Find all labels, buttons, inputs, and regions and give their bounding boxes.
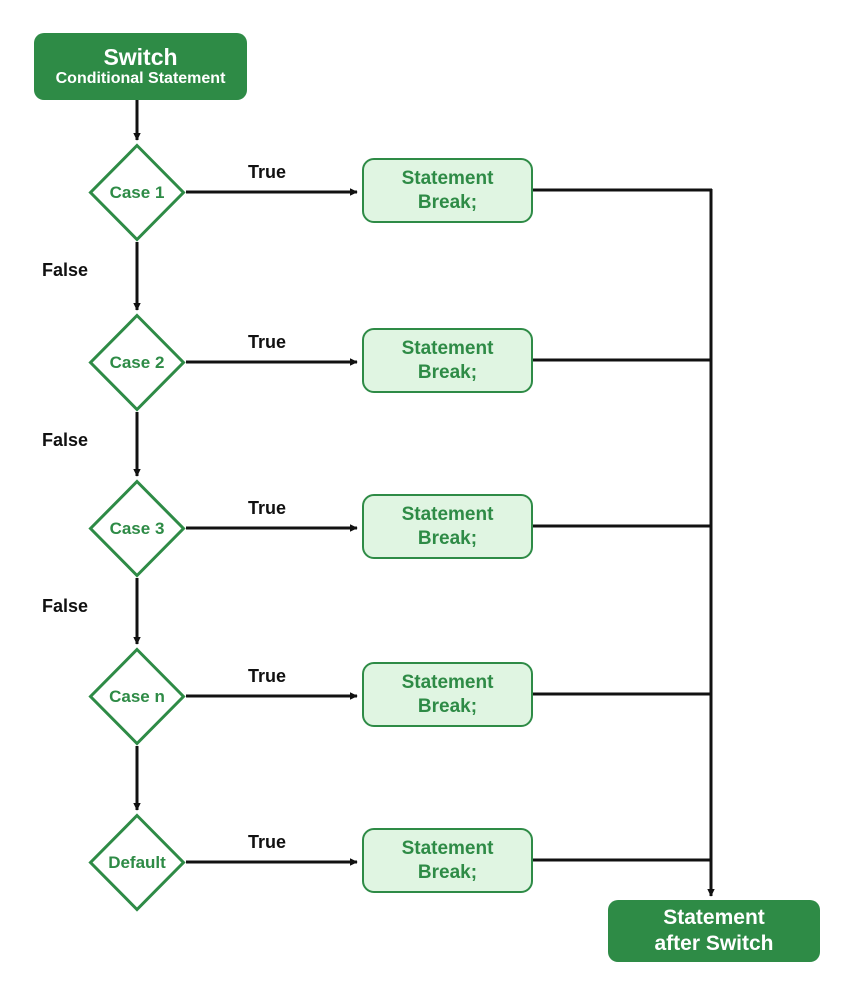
decision-case-1-label: Case 1 bbox=[109, 183, 165, 202]
statement-box-2-line2: Break; bbox=[417, 361, 478, 383]
decision-case-3: Case 3 bbox=[88, 479, 186, 578]
edge-label-case3-true: True bbox=[248, 498, 287, 518]
statement-box-3: Statement Break; bbox=[362, 494, 533, 559]
diamond-shape-icon bbox=[88, 313, 186, 412]
end-node-line1: Statement bbox=[663, 906, 765, 930]
decision-default: Default bbox=[88, 813, 186, 912]
decision-case-1: Case 1 bbox=[88, 143, 186, 242]
statement-box-4: Statement Break; bbox=[362, 662, 533, 727]
switch-node: Switch Conditional Statement bbox=[34, 33, 247, 100]
edge-label-casen-true: True bbox=[248, 666, 287, 686]
decision-case-n-label: Case n bbox=[109, 687, 165, 706]
edge-label-case2-true: True bbox=[248, 332, 287, 352]
statement-box-2-line1: Statement bbox=[401, 337, 494, 359]
statement-box-1: Statement Break; bbox=[362, 158, 533, 223]
edge-label-default-true: True bbox=[248, 832, 287, 852]
decision-case-n: Case n bbox=[88, 647, 186, 746]
decision-default-label: Default bbox=[108, 853, 166, 872]
diamond-shape-icon bbox=[88, 143, 186, 242]
edge-label-case2-false: False bbox=[42, 430, 89, 450]
edge-label-case1-true: True bbox=[248, 162, 287, 182]
end-node-line2: after Switch bbox=[654, 932, 774, 955]
decision-case-2: Case 2 bbox=[88, 313, 186, 412]
statement-box-3-line1: Statement bbox=[401, 503, 494, 525]
decision-case-2-label: Case 2 bbox=[109, 353, 165, 372]
decision-case-3-label: Case 3 bbox=[109, 519, 165, 538]
statement-box-5-line1: Statement bbox=[401, 837, 494, 859]
statement-box-5: Statement Break; bbox=[362, 828, 533, 893]
switch-node-subtitle: Conditional Statement bbox=[55, 69, 226, 87]
statement-box-1-line1: Statement bbox=[401, 167, 494, 189]
statement-box-1-line2: Break; bbox=[417, 191, 478, 213]
switch-node-title: Switch bbox=[103, 43, 178, 70]
edge-label-case3-false: False bbox=[42, 596, 89, 616]
diamond-shape-icon bbox=[88, 813, 186, 912]
statement-box-5-line2: Break; bbox=[417, 861, 478, 883]
diamond-shape-icon bbox=[88, 647, 186, 746]
statement-box-2: Statement Break; bbox=[362, 328, 533, 393]
end-node: Statement after Switch bbox=[608, 900, 820, 962]
statement-box-4-line2: Break; bbox=[417, 695, 478, 717]
diamond-shape-icon bbox=[88, 479, 186, 578]
edge-label-case1-false: False bbox=[42, 260, 89, 280]
statement-box-4-line1: Statement bbox=[401, 671, 494, 693]
statement-box-3-line2: Break; bbox=[417, 527, 478, 549]
